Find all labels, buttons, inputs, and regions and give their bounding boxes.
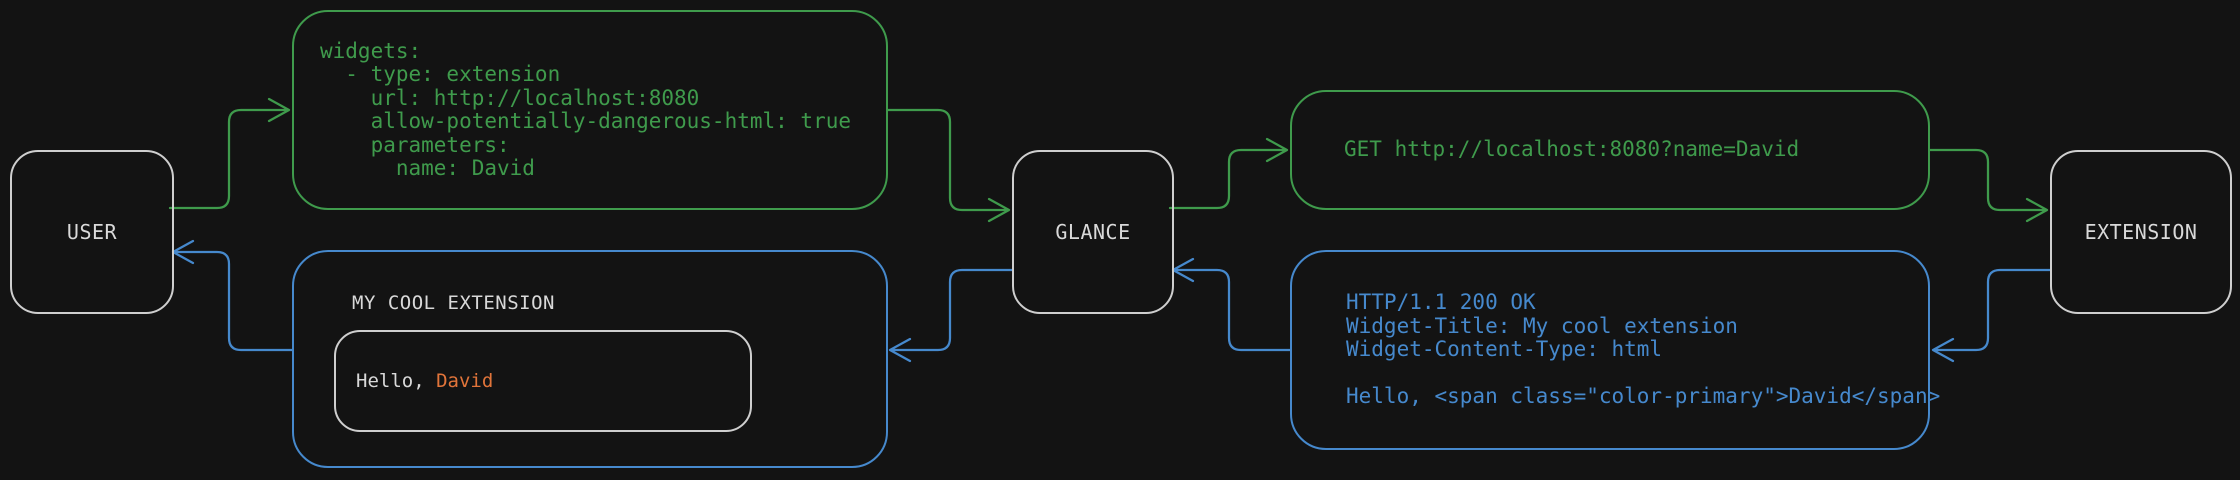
yaml-config-box: widgets: - type: extension url: http://l… [292,10,888,210]
node-user: USER [10,150,174,314]
http-request-code: GET http://localhost:8080?name=David [1344,137,1800,162]
arrow-extension-to-response [1931,268,2052,363]
widget-content-frame: Hello, David [334,330,752,432]
node-extension: EXTENSION [2050,150,2232,314]
arrow-widget-to-user [171,239,294,352]
node-extension-label: EXTENSION [2084,220,2198,244]
arrow-glance-to-widget [888,268,1014,363]
rendered-widget-box: MY COOL EXTENSION Hello, David [292,250,888,468]
arrow-response-to-glance [1171,257,1292,352]
greeting-prefix: Hello, [356,370,437,392]
yaml-config-code: widgets: - type: extension url: http://l… [320,38,852,180]
http-response-box: HTTP/1.1 200 OK Widget-Title: My cool ex… [1290,250,1940,450]
widget-greeting: Hello, David [336,370,493,392]
node-glance: GLANCE [1012,150,1174,314]
arrow-user-to-config [168,97,291,210]
greeting-name: David [436,370,494,392]
arrow-glance-to-request [1168,137,1289,210]
node-user-label: USER [66,220,118,244]
arrow-config-to-glance [886,108,1011,223]
node-glance-label: GLANCE [1055,220,1131,244]
arrow-request-to-extension [1928,148,2049,223]
http-request-box: GET http://localhost:8080?name=David [1290,90,1930,210]
widget-title: MY COOL EXTENSION [352,292,555,314]
http-response-code: HTTP/1.1 200 OK Widget-Title: My cool ex… [1346,290,1941,409]
